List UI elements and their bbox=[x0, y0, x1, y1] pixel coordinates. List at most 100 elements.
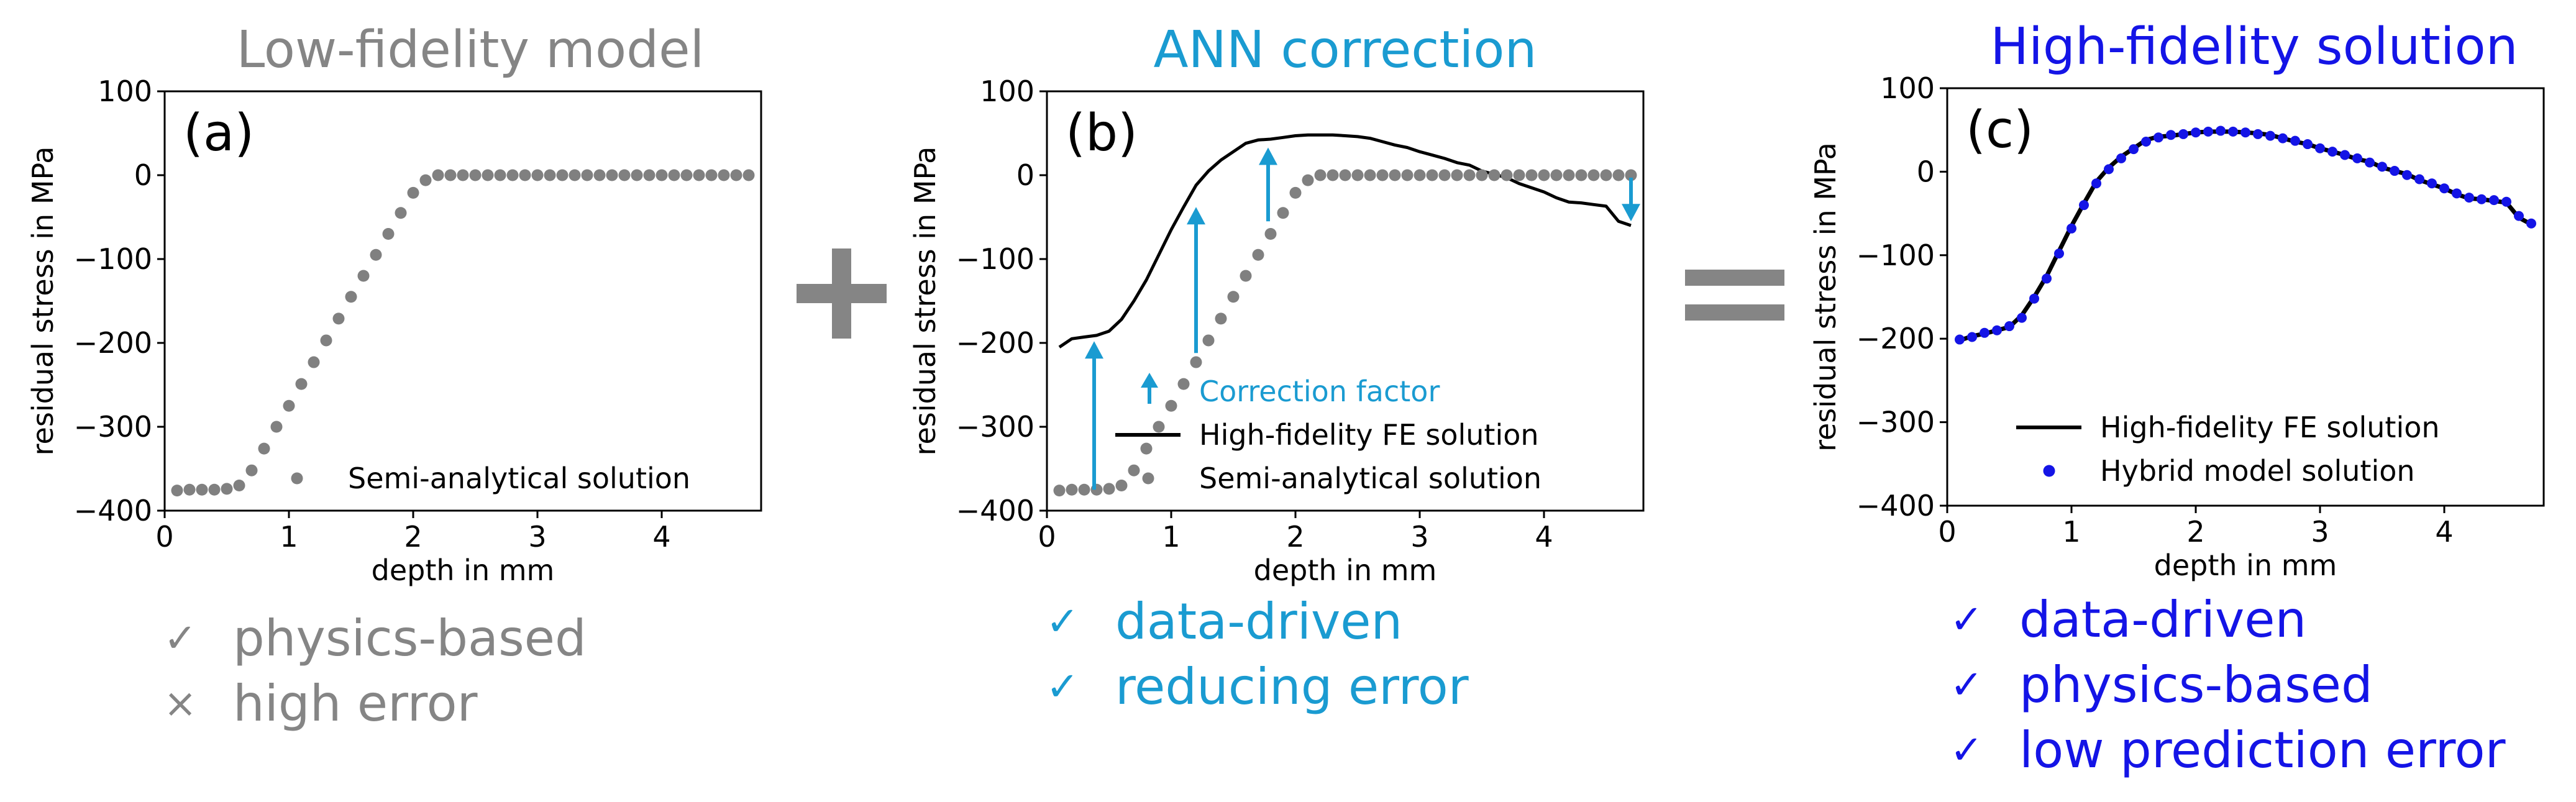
x-tick-label: 1 bbox=[2062, 515, 2080, 549]
data-point bbox=[1376, 169, 1389, 181]
checklist-item: × high error bbox=[127, 671, 587, 736]
data-point bbox=[1240, 270, 1252, 282]
data-point bbox=[556, 169, 569, 181]
checklist-text: data-driven bbox=[2019, 591, 2307, 649]
data-point bbox=[2352, 153, 2362, 163]
data-point bbox=[1302, 174, 1314, 186]
y-tick-label: 100 bbox=[98, 75, 152, 108]
data-point bbox=[1339, 169, 1351, 181]
y-tick-label: 0 bbox=[1016, 158, 1035, 192]
data-point bbox=[1550, 169, 1563, 181]
data-point bbox=[1165, 399, 1177, 412]
data-point bbox=[631, 169, 643, 181]
data-point bbox=[245, 464, 258, 476]
checklist-item: ✓ data-driven bbox=[1914, 587, 2506, 652]
checklist-text: data-driven bbox=[1115, 593, 1403, 650]
legend-marker-icon bbox=[2043, 465, 2055, 477]
data-point bbox=[196, 483, 208, 496]
data-point bbox=[370, 248, 382, 261]
data-point bbox=[2116, 153, 2126, 163]
data-point bbox=[1612, 169, 1625, 181]
data-point bbox=[2464, 193, 2474, 203]
data-point bbox=[1488, 169, 1500, 181]
data-point bbox=[2228, 126, 2238, 137]
data-point bbox=[593, 169, 606, 181]
correction-arrow-head bbox=[1622, 204, 1640, 222]
panel-b-header: ANN correction bbox=[1154, 21, 1537, 80]
data-point bbox=[1277, 207, 1289, 219]
data-point bbox=[1538, 169, 1550, 181]
data-point bbox=[2203, 126, 2213, 137]
panel-label: (a) bbox=[183, 104, 254, 163]
data-point bbox=[407, 186, 419, 199]
panel-a-header: Low-fidelity model bbox=[237, 21, 705, 80]
data-point bbox=[1525, 169, 1538, 181]
data-point bbox=[1177, 378, 1190, 390]
check-icon: ✓ bbox=[1950, 596, 1983, 643]
y-tick-label: −400 bbox=[74, 494, 152, 527]
legend-label: Semi-analytical solution bbox=[348, 462, 690, 495]
data-point bbox=[544, 169, 556, 181]
data-point bbox=[419, 174, 432, 186]
data-point bbox=[208, 483, 221, 496]
y-tick-label: −200 bbox=[1857, 322, 1935, 355]
data-point bbox=[569, 169, 581, 181]
data-point bbox=[258, 442, 270, 455]
data-point bbox=[668, 169, 680, 181]
data-point bbox=[1202, 334, 1215, 347]
check-icon: ✓ bbox=[1950, 662, 1983, 708]
data-point bbox=[1451, 169, 1463, 181]
data-point bbox=[1190, 356, 1202, 368]
data-point bbox=[718, 169, 730, 181]
data-point bbox=[2514, 211, 2524, 221]
data-point bbox=[2390, 166, 2400, 176]
data-point bbox=[643, 169, 655, 181]
y-tick-label: 100 bbox=[1880, 71, 1935, 105]
y-tick-label: 0 bbox=[134, 158, 152, 192]
data-point bbox=[2129, 144, 2139, 155]
checklist-text: reducing error bbox=[1115, 658, 1469, 716]
panel-label: (c) bbox=[1966, 101, 2034, 160]
x-tick-label: 3 bbox=[1410, 520, 1428, 554]
panel-label: (b) bbox=[1066, 104, 1138, 163]
data-point bbox=[1513, 169, 1525, 181]
correction-arrow-head bbox=[1259, 147, 1277, 165]
data-point bbox=[1426, 169, 1438, 181]
data-point bbox=[2327, 147, 2337, 157]
series-line bbox=[1958, 129, 2533, 343]
data-point bbox=[1980, 327, 1989, 338]
data-point bbox=[2178, 129, 2188, 139]
data-point bbox=[2414, 174, 2424, 185]
data-point bbox=[2365, 157, 2375, 168]
checklist-item: ✓ reducing error bbox=[1010, 654, 1469, 719]
checklist-text: physics-based bbox=[233, 609, 587, 667]
data-point bbox=[1463, 169, 1476, 181]
data-point bbox=[469, 169, 482, 181]
data-point bbox=[283, 399, 295, 412]
legend-label: High-fidelity FE solution bbox=[1199, 418, 1539, 452]
data-point bbox=[2141, 137, 2151, 147]
x-tick-label: 2 bbox=[1286, 520, 1304, 554]
data-point bbox=[320, 334, 332, 347]
data-point bbox=[1115, 480, 1128, 491]
data-point bbox=[1955, 334, 1965, 345]
x-tick-label: 4 bbox=[652, 520, 670, 554]
data-point bbox=[1053, 485, 1066, 497]
data-point bbox=[308, 356, 320, 368]
data-point bbox=[1289, 186, 1302, 199]
data-point bbox=[183, 483, 196, 496]
legend-arrow-icon-head bbox=[1141, 373, 1158, 388]
data-point bbox=[1140, 442, 1153, 455]
data-point bbox=[357, 270, 370, 282]
data-point bbox=[2104, 164, 2114, 175]
data-point bbox=[606, 169, 618, 181]
data-point bbox=[1264, 228, 1277, 240]
legend-label: High-fidelity FE solution bbox=[2100, 411, 2440, 444]
x-axis-label: depth in mm bbox=[372, 554, 555, 587]
plot-frame bbox=[1046, 90, 1645, 512]
x-tick-label: 1 bbox=[280, 520, 298, 554]
panel-c-header: High-fidelity solution bbox=[1990, 17, 2518, 76]
